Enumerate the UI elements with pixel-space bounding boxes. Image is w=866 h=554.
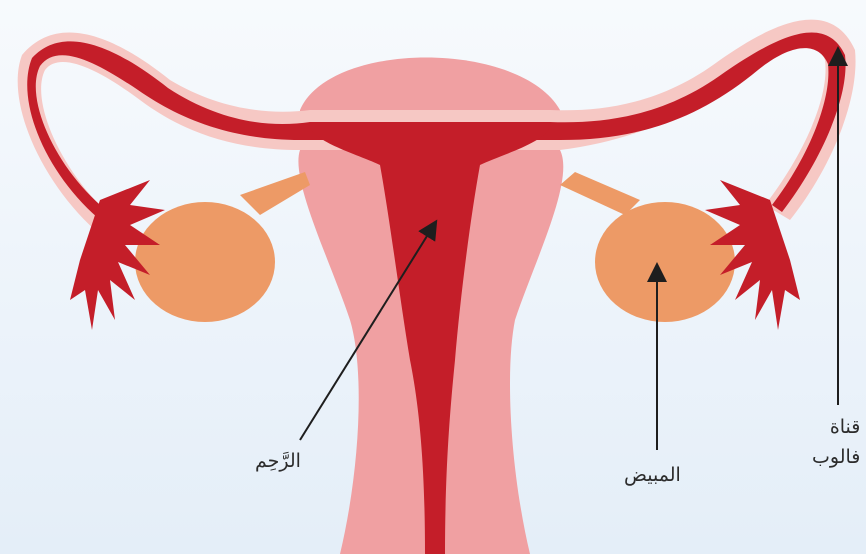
right-ovary bbox=[595, 202, 735, 322]
uterus-label: الرَّحِم bbox=[255, 450, 301, 472]
fallopian-tube-label-line2: فالوب bbox=[812, 442, 860, 472]
fallopian-tube-label: قناة فالوب bbox=[812, 412, 860, 472]
left-ovary bbox=[135, 202, 275, 322]
fallopian-tube-label-line1: قناة bbox=[812, 412, 860, 442]
ovary-label: المبيض bbox=[624, 464, 681, 486]
